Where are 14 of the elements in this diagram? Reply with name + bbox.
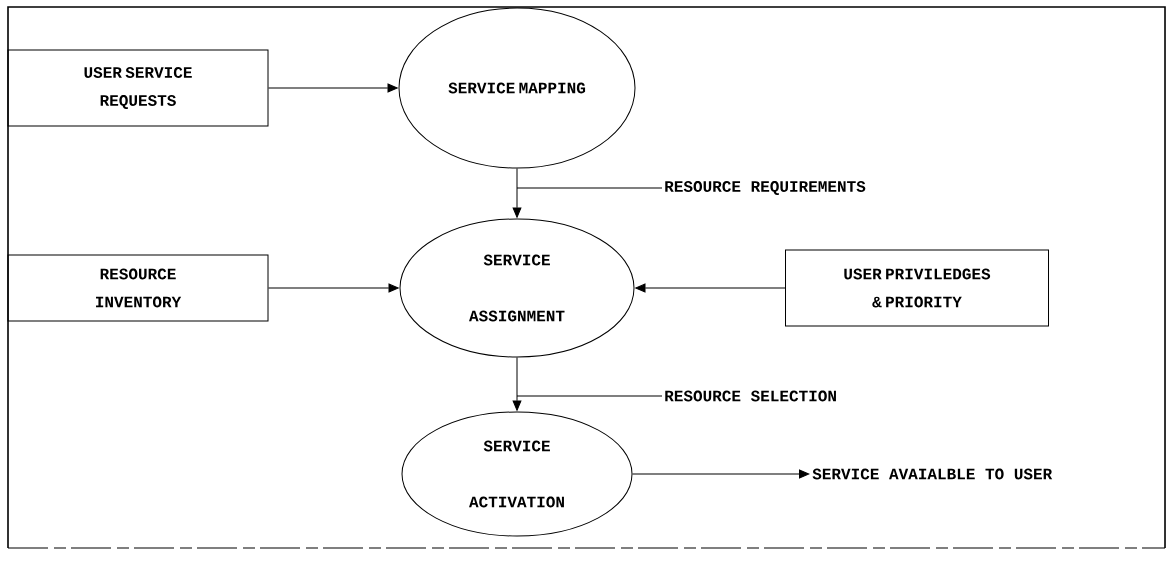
flow-label: RESOURCE REQUIREMENTS bbox=[665, 181, 866, 195]
arrow bbox=[632, 469, 810, 479]
process-box: USER SERVICE REQUESTS bbox=[7, 49, 269, 127]
arrow bbox=[512, 357, 522, 411]
arrow bbox=[268, 83, 398, 93]
arrow bbox=[635, 283, 786, 293]
process-box: RESOURCE INVENTORY bbox=[7, 254, 269, 322]
leader-line bbox=[516, 395, 663, 397]
process-box: USER PRIVILEDGES & PRIORITY bbox=[785, 249, 1049, 327]
flow-label: SERVICE AVAIALBLE TO USER bbox=[812, 468, 1053, 480]
arrow bbox=[512, 168, 522, 218]
leader-line bbox=[516, 187, 663, 189]
flow-label: RESOURCE SELECTION bbox=[665, 390, 836, 402]
arrow bbox=[268, 283, 399, 293]
